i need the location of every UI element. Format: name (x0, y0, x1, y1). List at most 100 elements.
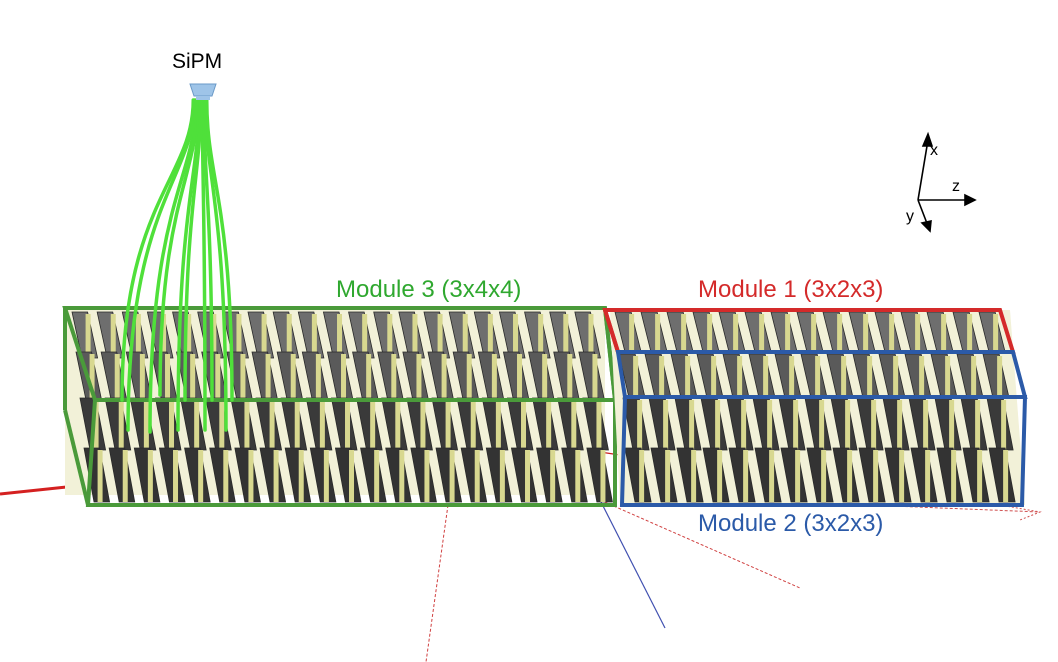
plate-edge (441, 354, 447, 400)
scintillator-plate (373, 311, 400, 359)
plate-edge (445, 400, 451, 450)
scintillator-plate (448, 311, 476, 359)
scintillator-plate (108, 447, 136, 503)
scintillator-plate (309, 447, 337, 503)
plate-edge (867, 356, 873, 398)
fiber-line (205, 98, 234, 402)
module-3-plates (71, 311, 613, 503)
fiber-line (148, 98, 198, 434)
plate-edge (596, 400, 602, 450)
plate-edge (971, 356, 977, 398)
plate-edge (546, 400, 552, 450)
axes-triad (917, 131, 977, 233)
plate-edge (889, 314, 895, 352)
scintillator-plate (884, 447, 912, 503)
plate-edge (190, 354, 196, 400)
plate-edge (370, 400, 376, 450)
plate-edge (681, 314, 687, 352)
sipm-icon (189, 83, 217, 100)
plate-edge (717, 450, 723, 502)
plate-edge (1003, 450, 1009, 502)
plate-edge (161, 314, 167, 358)
plate-edge (845, 400, 851, 450)
plate-edge (795, 450, 801, 502)
plate-edge (374, 450, 380, 502)
sipm-label: SiPM (172, 50, 223, 73)
plate-edge (470, 400, 476, 450)
plate-edge (563, 314, 569, 358)
plate-edge (97, 450, 103, 502)
plate-edge (135, 314, 141, 358)
fiber-line (120, 98, 195, 402)
plate-edge (85, 314, 91, 358)
scintillator-plate (398, 311, 425, 359)
plate-edge (665, 450, 671, 502)
plate-edge (1001, 400, 1007, 450)
fiber-line (202, 98, 214, 402)
plate-edge (837, 314, 843, 352)
plate-edge (499, 450, 505, 502)
scintillator-plate (524, 311, 551, 359)
plate-edge (298, 450, 304, 502)
plate-edge (294, 400, 300, 450)
plate-edge (420, 400, 426, 450)
plate-edge (793, 400, 799, 450)
plate-edge (147, 450, 153, 502)
scintillator-plate (209, 447, 236, 503)
plate-edge (466, 354, 472, 400)
wls-fibers (120, 98, 234, 434)
plate-edge (571, 400, 577, 450)
plate-edge (286, 314, 292, 358)
plate-edge (240, 354, 246, 400)
plate-edge (893, 356, 899, 398)
plate-edge (186, 314, 192, 358)
scintillator-plate (754, 447, 782, 503)
plate-edge (707, 314, 713, 352)
scintillator-plate (780, 447, 808, 503)
plate-edge (273, 450, 279, 502)
scintillator-plate (184, 447, 211, 503)
scintillator-plate (435, 447, 463, 503)
plate-edge (769, 450, 775, 502)
plate-edge (737, 356, 743, 398)
plate-edge (789, 356, 795, 398)
plate-edge (315, 354, 321, 400)
scintillator-plate (549, 311, 576, 359)
plate-edge (139, 354, 145, 400)
plate-edge (261, 314, 267, 358)
scintillator-plate (536, 447, 563, 503)
plate-edge (538, 314, 544, 358)
plate-edge (871, 400, 877, 450)
plate-edge (265, 354, 271, 400)
plate-edge (437, 314, 443, 358)
plate-edge (337, 314, 343, 358)
plate-edge (387, 314, 393, 358)
plate-edge (165, 354, 171, 400)
scintillator-plate (158, 447, 186, 503)
plate-edge (925, 450, 931, 502)
plate-edge (873, 450, 879, 502)
plate-edge (416, 354, 422, 400)
plate-edge (763, 356, 769, 398)
scintillator-plate (385, 447, 412, 503)
scintillator-plate (832, 447, 860, 503)
plate-edge (513, 314, 519, 358)
scintillator-plate (259, 447, 287, 503)
plate-edge (977, 450, 983, 502)
plate-edge (449, 450, 455, 502)
plate-edge (118, 400, 124, 450)
plate-edge (110, 314, 116, 358)
plate-edge (319, 400, 325, 450)
scintillator-plate (676, 447, 704, 503)
scintillator-plate (624, 447, 652, 503)
plate-edge (143, 400, 149, 450)
scintillator-plate (962, 447, 990, 503)
scintillator-plate (410, 447, 437, 503)
plate-edge (811, 314, 817, 352)
plate-edge (269, 400, 275, 450)
plate-edge (975, 400, 981, 450)
plate-edge (525, 450, 531, 502)
scintillator-plate (728, 447, 756, 503)
plate-edge (236, 314, 242, 358)
